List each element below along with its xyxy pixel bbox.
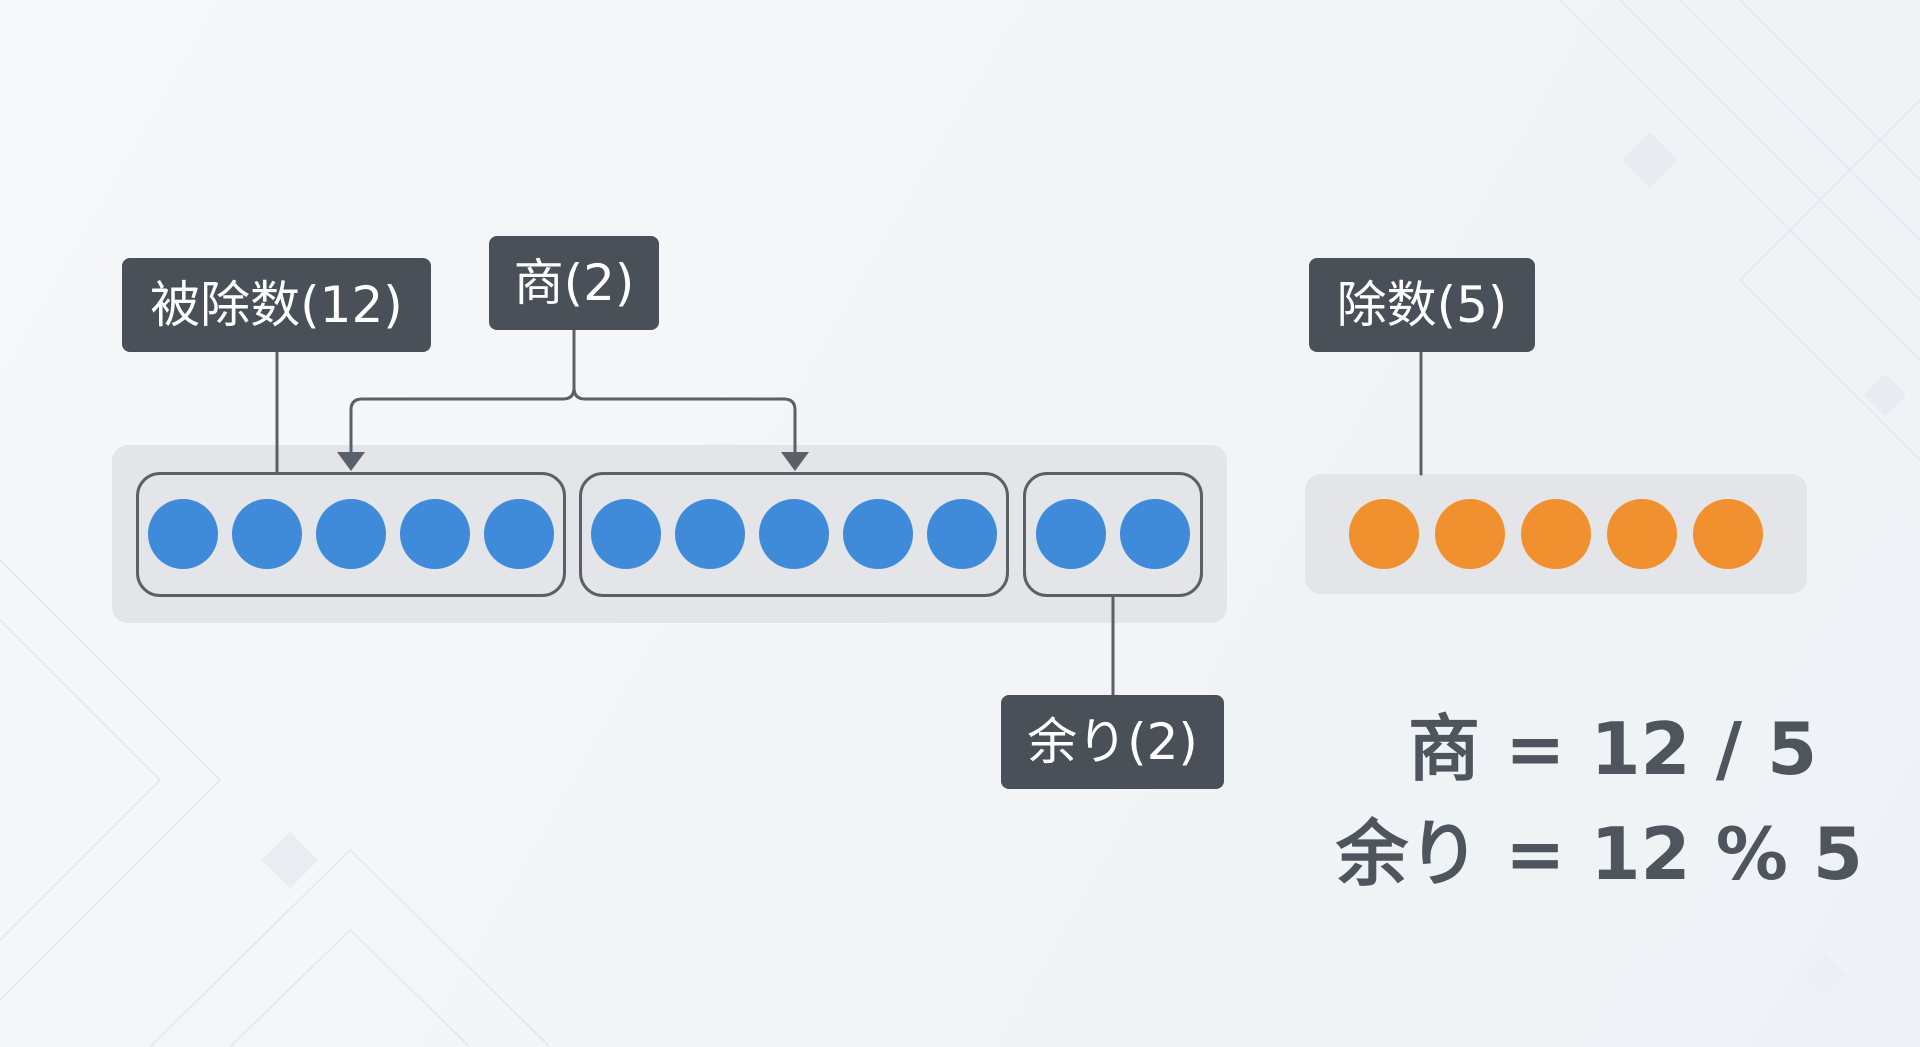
quotient-formula: 商 = 12 / 5 [1408,707,1818,791]
divisor-label: 除数(5) [1309,258,1535,352]
dividend-dot [591,499,661,569]
dividend-dot [843,499,913,569]
quotient-group-1 [136,472,566,597]
quotient-connector [572,386,797,454]
quotient-group-2 [579,472,1009,597]
arrow-down-icon [337,452,365,471]
divisor-dot [1349,499,1419,569]
divisor-dot [1607,499,1677,569]
divisor-dot [1521,499,1591,569]
dividend-dot [1120,499,1190,569]
dividend-dot [927,499,997,569]
divisor-dot [1435,499,1505,569]
dividend-dot [316,499,386,569]
remainder-label: 余り(2) [1001,695,1224,789]
dividend-dot [400,499,470,569]
dividend-label: 被除数(12) [122,258,431,352]
remainder-formula: 余り = 12 % 5 [1336,812,1864,896]
dividend-dot [1036,499,1106,569]
quotient-label: 商(2) [489,236,659,330]
dividend-dot [759,499,829,569]
divisor-dot [1693,499,1763,569]
dividend-dot [484,499,554,569]
dividend-dot [148,499,218,569]
dividend-dot [675,499,745,569]
dividend-dot [232,499,302,569]
arrow-down-icon [781,452,809,471]
